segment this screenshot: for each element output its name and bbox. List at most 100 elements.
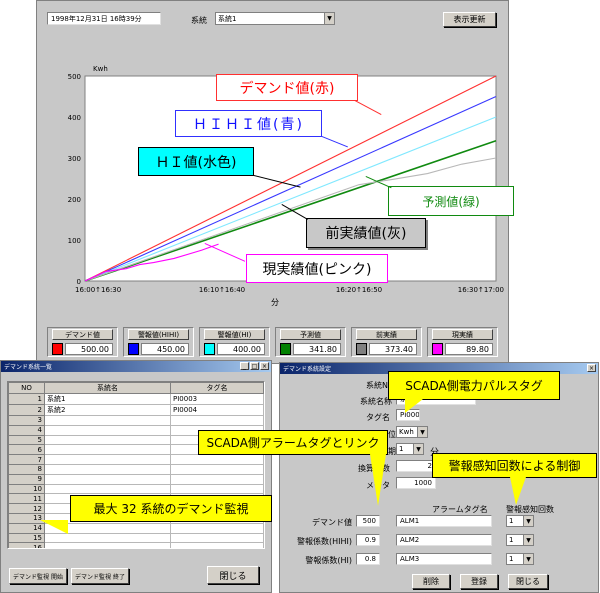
chevron-down-icon[interactable]: ▼ [523,535,533,545]
close-icon[interactable]: × [587,364,596,372]
row-name-cell: 系統1 [44,393,171,405]
row-name-cell [44,473,171,485]
chevron-down-icon[interactable]: ▼ [523,554,533,564]
unit-select-value: Kwh [399,428,414,436]
row-no: 1 [8,393,45,405]
legend-value: 400.00 [217,343,265,355]
setup-row-tag[interactable]: ALM3 [396,553,492,565]
stop-monitor-button[interactable]: デマンド監視 終了 [71,568,129,584]
table-row[interactable]: 3 [8,415,264,426]
close-icon[interactable]: × [260,362,269,370]
period-select-value: 1 [399,445,404,453]
table-row[interactable]: 15 [8,532,264,544]
callout-forecast: 予測値(緑) [388,186,514,216]
callout-demand: デマンド値(赤) [216,74,358,101]
callout-scada-tag-pointer [405,399,423,413]
x-tick-label: 16:30↑17:00 [458,286,504,294]
setup-row-value[interactable]: 0.9 [356,534,380,546]
system-select[interactable]: 系統1 ▼ [215,12,335,25]
setup-row-count[interactable]: 1▼ [506,534,534,546]
col-no-header: NO [8,382,45,394]
row-tag-cell [170,463,264,475]
alarm-count-header: 警報感知回数 [506,505,554,514]
table-row[interactable]: 10 [8,483,264,495]
chevron-down-icon[interactable]: ▼ [413,444,423,454]
row-no: 3 [8,415,45,426]
row-no: 15 [8,532,45,544]
legend-label: 警報値(HI) [204,329,265,340]
chevron-down-icon[interactable]: ▼ [523,516,533,526]
y-tick-label: 100 [68,237,81,245]
row-no: 6 [8,444,45,456]
series-line-0 [84,75,497,282]
alarm-tag-header: アラームタグ名 [432,505,488,514]
callout-prev: 前実績値(灰) [306,218,426,248]
row-tag-cell [170,473,264,485]
x-tick-label: 16:20↑16:50 [336,286,382,294]
legend-label: 予測値 [280,329,341,340]
delete-button[interactable]: 削除 [412,574,450,589]
setup-row-count-value: 1 [509,517,514,525]
table-row[interactable]: 16 [8,542,264,548]
row-no: 9 [8,473,45,485]
meter-input[interactable]: 1000 [396,477,436,489]
system-select-value: 系統1 [218,14,237,23]
tag-label: タグ名 [366,413,390,422]
row-no: 16 [8,542,45,548]
chevron-down-icon[interactable]: ▼ [417,427,427,437]
row-no: 8 [8,463,45,475]
legend-value: 373.40 [369,343,417,355]
row-no: 12 [8,503,45,514]
list-window-titlebar[interactable]: デマンド系統一覧 _ □ × [1,361,271,372]
setup-row-label: 警報係数(HIHI) [297,537,352,546]
chevron-down-icon[interactable]: ▼ [324,13,334,24]
callout-max32-pointer [40,520,68,534]
callout-scada-alarm-pointer [370,454,386,506]
setup-row-count[interactable]: 1▼ [506,515,534,527]
row-name-cell [44,415,171,426]
row-tag-cell: PI0004 [170,404,264,416]
legend-item: 警報値(HIHI)450.00 [123,327,194,357]
table-row[interactable]: 9 [8,473,264,485]
setup-row-tag[interactable]: ALM2 [396,534,492,546]
maximize-icon[interactable]: □ [250,362,259,370]
row-name-cell: 系統2 [44,404,171,416]
setup-window-titlebar[interactable]: デマンド系統設定 × [280,363,598,374]
table-row[interactable]: 7 [8,454,264,465]
legend-value: 500.00 [65,343,113,355]
table-row[interactable]: 8 [8,463,264,475]
row-tag-cell [170,532,264,544]
register-button[interactable]: 登録 [460,574,498,589]
system-name-label: 系統名称 [360,397,392,406]
row-name-cell [44,424,171,436]
series-line-2 [84,116,497,282]
refresh-button[interactable]: 表示更新 [443,12,496,27]
setup-row-tag[interactable]: ALM1 [396,515,492,527]
x-tick-label: 16:10↑16:40 [199,286,245,294]
setup-row-value[interactable]: 0.8 [356,553,380,565]
setup-row-value[interactable]: 500 [356,515,380,527]
list-close-button[interactable]: 閉じる [207,566,259,584]
row-name-cell [44,532,171,544]
setup-row-label: 警報係数(HI) [305,556,352,565]
start-monitor-button[interactable]: デマンド監視 開始 [9,568,67,584]
period-label: 周期 [380,447,396,456]
minimize-icon[interactable]: _ [240,362,249,370]
factor-input[interactable]: 2 [396,460,436,472]
system-no-label: 系統NO [366,381,395,390]
period-select[interactable]: 1 ▼ [396,443,424,455]
y-axis-label: Kwh [93,65,108,73]
setup-row-count[interactable]: 1▼ [506,553,534,565]
row-name-cell [44,434,171,446]
setup-close-button[interactable]: 閉じる [508,574,548,589]
x-tick-label: 16:00↑16:30 [75,286,121,294]
callout-current: 現実績値(ピンク) [246,254,388,283]
row-name-cell [44,542,171,548]
unit-select[interactable]: Kwh ▼ [396,426,428,438]
row-name-cell [44,454,171,465]
x-axis-label: 分 [271,298,279,307]
